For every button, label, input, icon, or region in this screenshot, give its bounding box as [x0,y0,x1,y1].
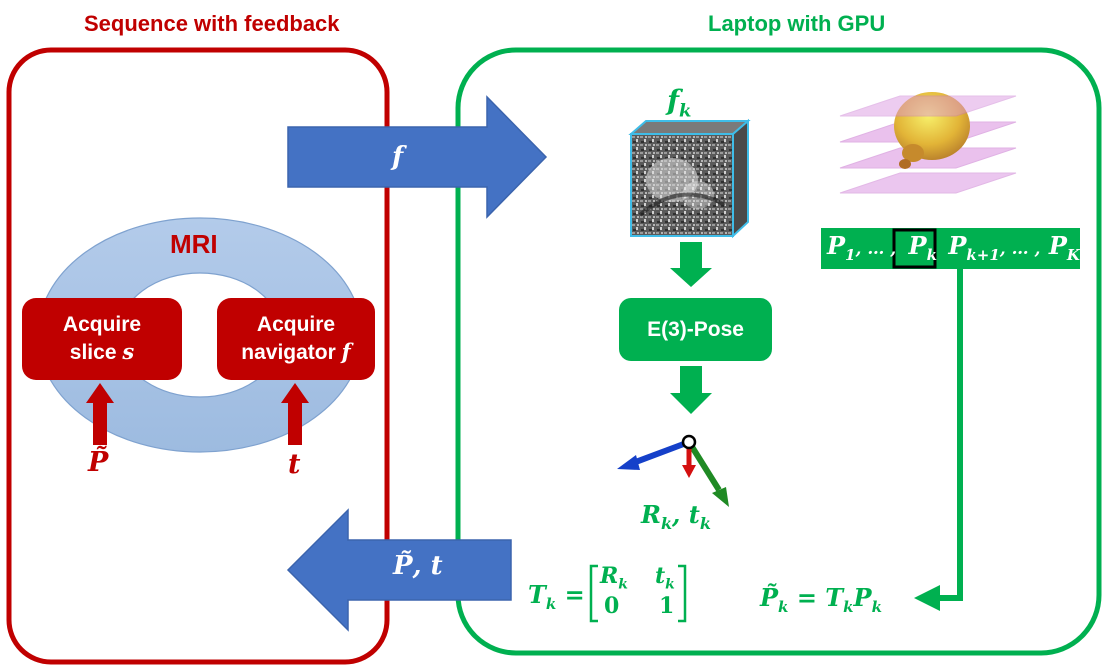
navigator-transfer-arrow [287,95,548,219]
right-panel-frame [455,47,1102,656]
p-tilde-input-arrow [86,383,114,445]
p-tilde-input-label: P̃ [88,447,109,478]
plane-K: P [1048,231,1067,260]
plane-k: P [908,231,927,260]
matrix-t-sub: k [665,576,675,593]
transform-lhs: Tk = [528,580,585,613]
update-equals: = [796,583,826,612]
feedback-arrow-label: P̃, t [393,551,443,581]
plane-1-sub: 1 [845,245,856,264]
acquire-slice-box: Acquire slice s [22,298,182,380]
plane-to-update-arrow [914,269,963,611]
right-panel-title: Laptop with GPU [708,11,886,36]
updated-plane-symbol: P̃ [760,583,779,612]
plane-k-sub: k [926,245,937,264]
plane-list-dots-2: , … , [999,239,1041,259]
acquire-navigator-box: Acquire navigator f [217,298,375,380]
volume-label-base: f [667,84,680,117]
plane-list-text: P1, … , Pk Pk+1, … , PK [827,231,1080,264]
t-input-label: t [288,449,301,480]
matrix-entry-r: Rk [600,563,628,592]
navigator-arrow-label: f [392,142,404,172]
plane-K-sub: K [1066,245,1080,264]
slice-variable: s [122,338,135,364]
transform-sub: k [545,594,557,613]
update-transform-symbol: T [825,583,844,612]
mri-label: MRI [170,229,218,259]
update-plane-sub: k [871,597,882,616]
transform-symbol: T [528,580,546,609]
coordinate-frame [617,434,729,507]
update-transform-sub: k [843,597,854,616]
slice-stack-illustration [839,92,1017,194]
pose-to-frame-arrow [670,366,712,414]
plane-k-plus-1: P [948,231,967,260]
matrix-entry-zero: 0 [604,593,620,619]
acquire-slice-line1: Acquire [62,313,142,337]
plane-list-dots-1: , … , [855,239,897,259]
translation-symbol: t [688,500,700,529]
matrix-brackets [589,564,687,623]
rotation-symbol: R [641,500,661,529]
navigator-variable: f [341,338,351,364]
updated-plane-sub: k [778,597,789,616]
t-input-arrow [281,383,309,445]
volume-label-sub: k [679,100,692,122]
pose-separator: , [672,500,681,529]
acquire-slice-word: slice [69,340,117,364]
plane-list-bar [821,228,1080,269]
acquire-navigator-word: navigator [241,340,336,364]
left-panel-frame [6,47,390,665]
acquire-navigator-line2: navigator f [217,339,375,366]
pose-output-label: Rk, tk [641,500,711,533]
plane-update-equation: P̃k = TkPk [760,583,882,616]
matrix-r-sub: k [618,576,628,593]
navigator-volume-cube [628,118,751,239]
current-plane-highlight [892,228,937,269]
matrix-t-symbol: t [655,563,666,589]
plane-k-plus-1-sub: k+1 [966,245,1000,264]
update-plane-symbol: P [853,583,872,612]
translation-sub: k [699,513,711,533]
e3-pose-box: E(3)-Pose [619,298,772,361]
plane-1: P [827,231,846,260]
acquire-navigator-line1: Acquire [256,313,336,337]
matrix-entry-t: tk [655,563,675,592]
volume-to-pose-arrow [670,242,712,287]
acquire-slice-line2: slice s [22,339,182,366]
volume-label: fk [667,84,692,122]
rotation-sub: k [660,513,673,533]
feedback-transfer-arrow [286,508,512,632]
left-panel-title: Sequence with feedback [84,11,340,36]
matrix-entry-one: 1 [659,593,675,619]
matrix-r-symbol: R [600,563,619,589]
transform-equals: = [564,580,585,609]
